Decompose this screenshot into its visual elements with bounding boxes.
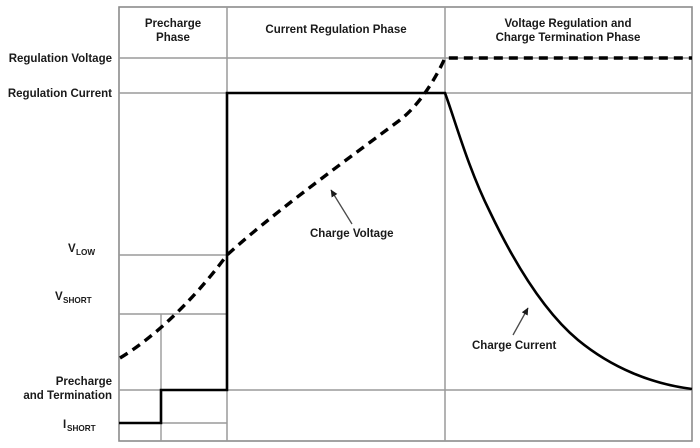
charge-voltage-curve: [119, 56, 692, 360]
charge-current-curve: [119, 91, 693, 425]
axis-label-regulation-current: Regulation Current: [8, 88, 112, 100]
phase-label-precharge-line1: Precharge: [145, 18, 201, 30]
axis-label-v-low-sub: LOW: [76, 248, 95, 257]
phase-label-precharge-line2: Phase: [156, 32, 190, 44]
axis-label-v-short-sub: SHORT: [63, 296, 92, 305]
plot-frame: [118, 6, 693, 442]
charge-current-path: [119, 91, 693, 425]
y-axis-labels: Regulation Voltage Regulation Current V …: [8, 53, 112, 433]
charge-voltage-arrow: [330, 189, 353, 225]
phase-label-current-regulation: Current Regulation Phase: [265, 24, 406, 36]
charge-current-arrow: [512, 307, 529, 336]
axis-label-v-short: V SHORT: [55, 291, 92, 305]
annotation-charge-current: Charge Current: [472, 307, 557, 352]
axis-label-regulation-voltage: Regulation Voltage: [9, 53, 112, 65]
axis-label-v-low-main: V: [68, 243, 76, 255]
phase-label-voltage-regulation-line1: Voltage Regulation and: [505, 18, 632, 30]
charge-current-label: Charge Current: [472, 340, 557, 352]
axis-label-precharge-line2: and Termination: [23, 390, 112, 402]
axis-label-i-short-main: I: [63, 419, 66, 431]
phase-label-voltage-regulation-line2: Charge Termination Phase: [496, 32, 641, 44]
charge-voltage-label: Charge Voltage: [310, 228, 394, 240]
vertical-gridlines: [160, 7, 446, 441]
phase-headers: Precharge Phase Current Regulation Phase…: [145, 18, 641, 44]
charge-voltage-path: [119, 56, 692, 360]
axis-label-i-short: I SHORT: [63, 419, 96, 433]
axis-label-i-short-sub: SHORT: [67, 424, 96, 433]
axis-label-v-short-main: V: [55, 291, 63, 303]
annotation-charge-voltage: Charge Voltage: [310, 189, 394, 240]
frame-rect: [118, 6, 693, 442]
axis-label-precharge-line1: Precharge: [56, 376, 112, 388]
horizontal-gridlines: [119, 57, 692, 424]
axis-label-v-low: V LOW: [68, 243, 95, 257]
